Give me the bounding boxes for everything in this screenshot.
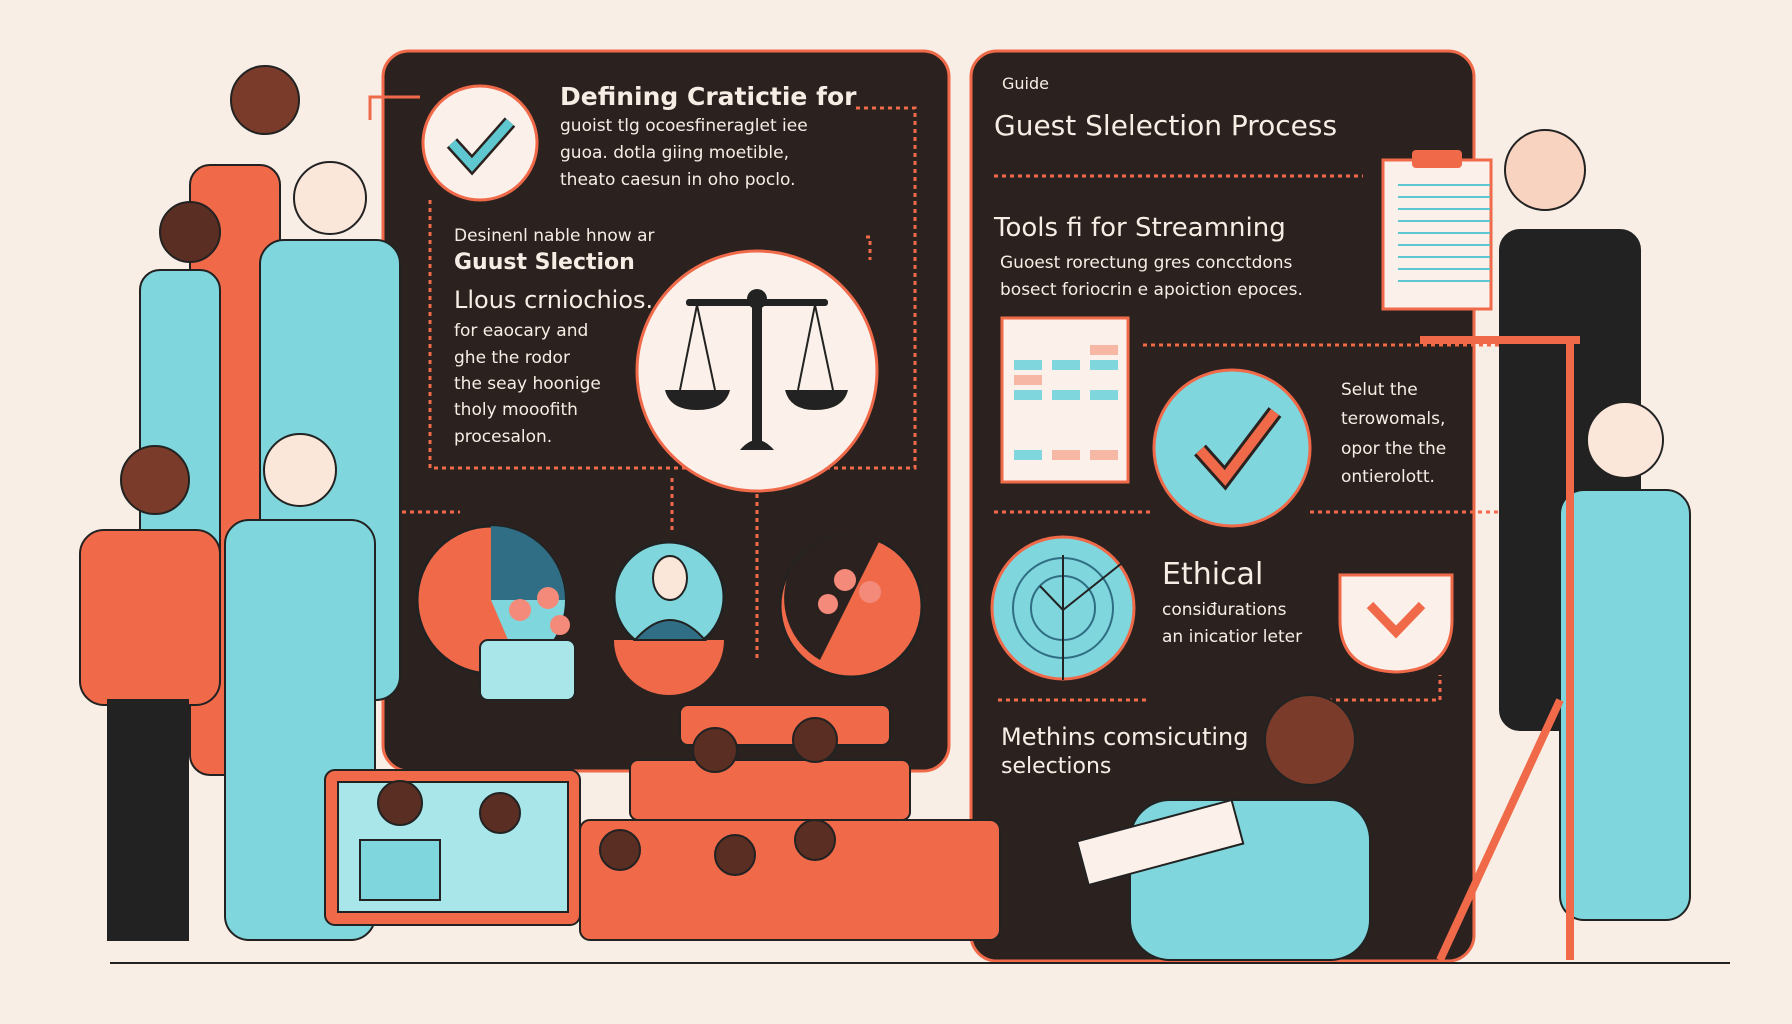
criteria-line: theato caesun in oho poclo. [560,170,796,190]
approve-check-circle-icon [1152,368,1312,528]
guest-avatar-circle [612,540,726,695]
ethical-heading: Ethical [1162,557,1264,592]
arrow-connector [368,95,420,120]
criteria-line: guoist tlg ocoesfineraglet iee [560,116,808,136]
shield-check-icon [1338,573,1454,674]
dotted-connectors [330,106,1560,702]
body-line: procesalon. [454,427,553,447]
criteria-heading: Defining Cratictie for [560,82,857,111]
clipboard-icon [1381,150,1493,311]
selection-subhead: Guust Slection [454,250,635,275]
guide-title: Guest Slelection Process [994,109,1338,142]
select-line: ontierolott. [1341,467,1435,487]
selection-subhead-small: Desinenl nable hnow ar [454,226,655,246]
selection-subhead-large: Llous crniochios. [454,286,654,314]
scales-of-justice-icon [635,249,879,493]
select-line: opor the the [1341,439,1447,459]
select-line: terowomals, [1341,409,1446,429]
flower-bouquet-icon [479,587,576,701]
methods-line: Methins comsicuting [1001,723,1249,751]
body-line: the seay hoonige [454,374,601,394]
flowers-circle-icon [778,533,924,679]
criteria-line: guoa. dotla giing moetible, [560,143,789,163]
guide-kicker: Guide [1002,74,1049,93]
tools-line: Guoest rorectung gres concctdons [1000,253,1293,273]
select-line: Selut the [1341,380,1418,400]
spreadsheet-icon [1000,316,1130,484]
body-line: tholy mooofith [454,400,578,420]
methods-line: selections [1001,754,1112,779]
tools-heading: Tools fi for Streamning [994,213,1286,243]
body-line: ghe the rodor [454,348,570,368]
body-line: for eaocary and [454,321,589,341]
checkmark-circle-icon [421,84,539,202]
ethical-line: an inicatior leter [1162,627,1303,647]
tools-line: bosect foriocrin e apoiction epoces. [1000,280,1303,300]
people-illustration [79,65,1691,962]
ethical-line: consiđurations [1162,600,1287,620]
radar-chart-icon [990,535,1136,681]
audience-illustration [324,694,1371,961]
